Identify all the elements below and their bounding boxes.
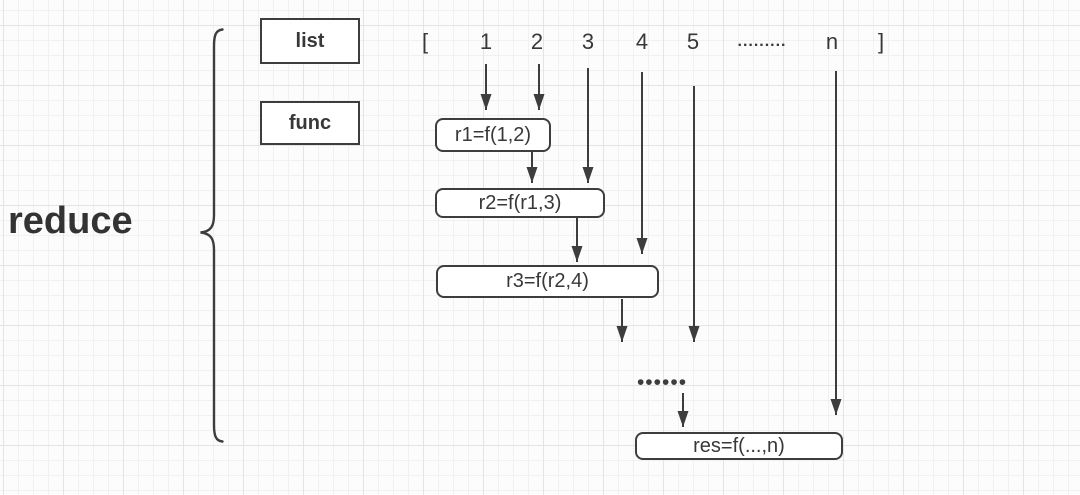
list-box: list bbox=[260, 18, 360, 64]
list-open-bracket: [ bbox=[421, 29, 429, 54]
list-item-n: n bbox=[825, 29, 839, 54]
result-box: res=f(...,n) bbox=[635, 432, 843, 460]
curly-brace bbox=[200, 28, 224, 443]
vertical-ellipsis: •••••• bbox=[636, 371, 688, 394]
list-close-bracket: ] bbox=[877, 29, 885, 54]
reduce-label: reduce bbox=[8, 200, 133, 242]
list-item-4: 4 bbox=[635, 29, 649, 54]
list-item-1: 1 bbox=[479, 29, 493, 54]
step-box-r1: r1=f(1,2) bbox=[435, 118, 551, 152]
func-box: func bbox=[260, 101, 360, 145]
list-item-2: 2 bbox=[530, 29, 544, 54]
list-item-5: 5 bbox=[686, 29, 700, 54]
step-box-r2: r2=f(r1,3) bbox=[435, 188, 605, 218]
step-box-r3: r3=f(r2,4) bbox=[436, 265, 659, 298]
list-ellipsis: ......... bbox=[737, 33, 787, 50]
list-item-3: 3 bbox=[581, 29, 595, 54]
